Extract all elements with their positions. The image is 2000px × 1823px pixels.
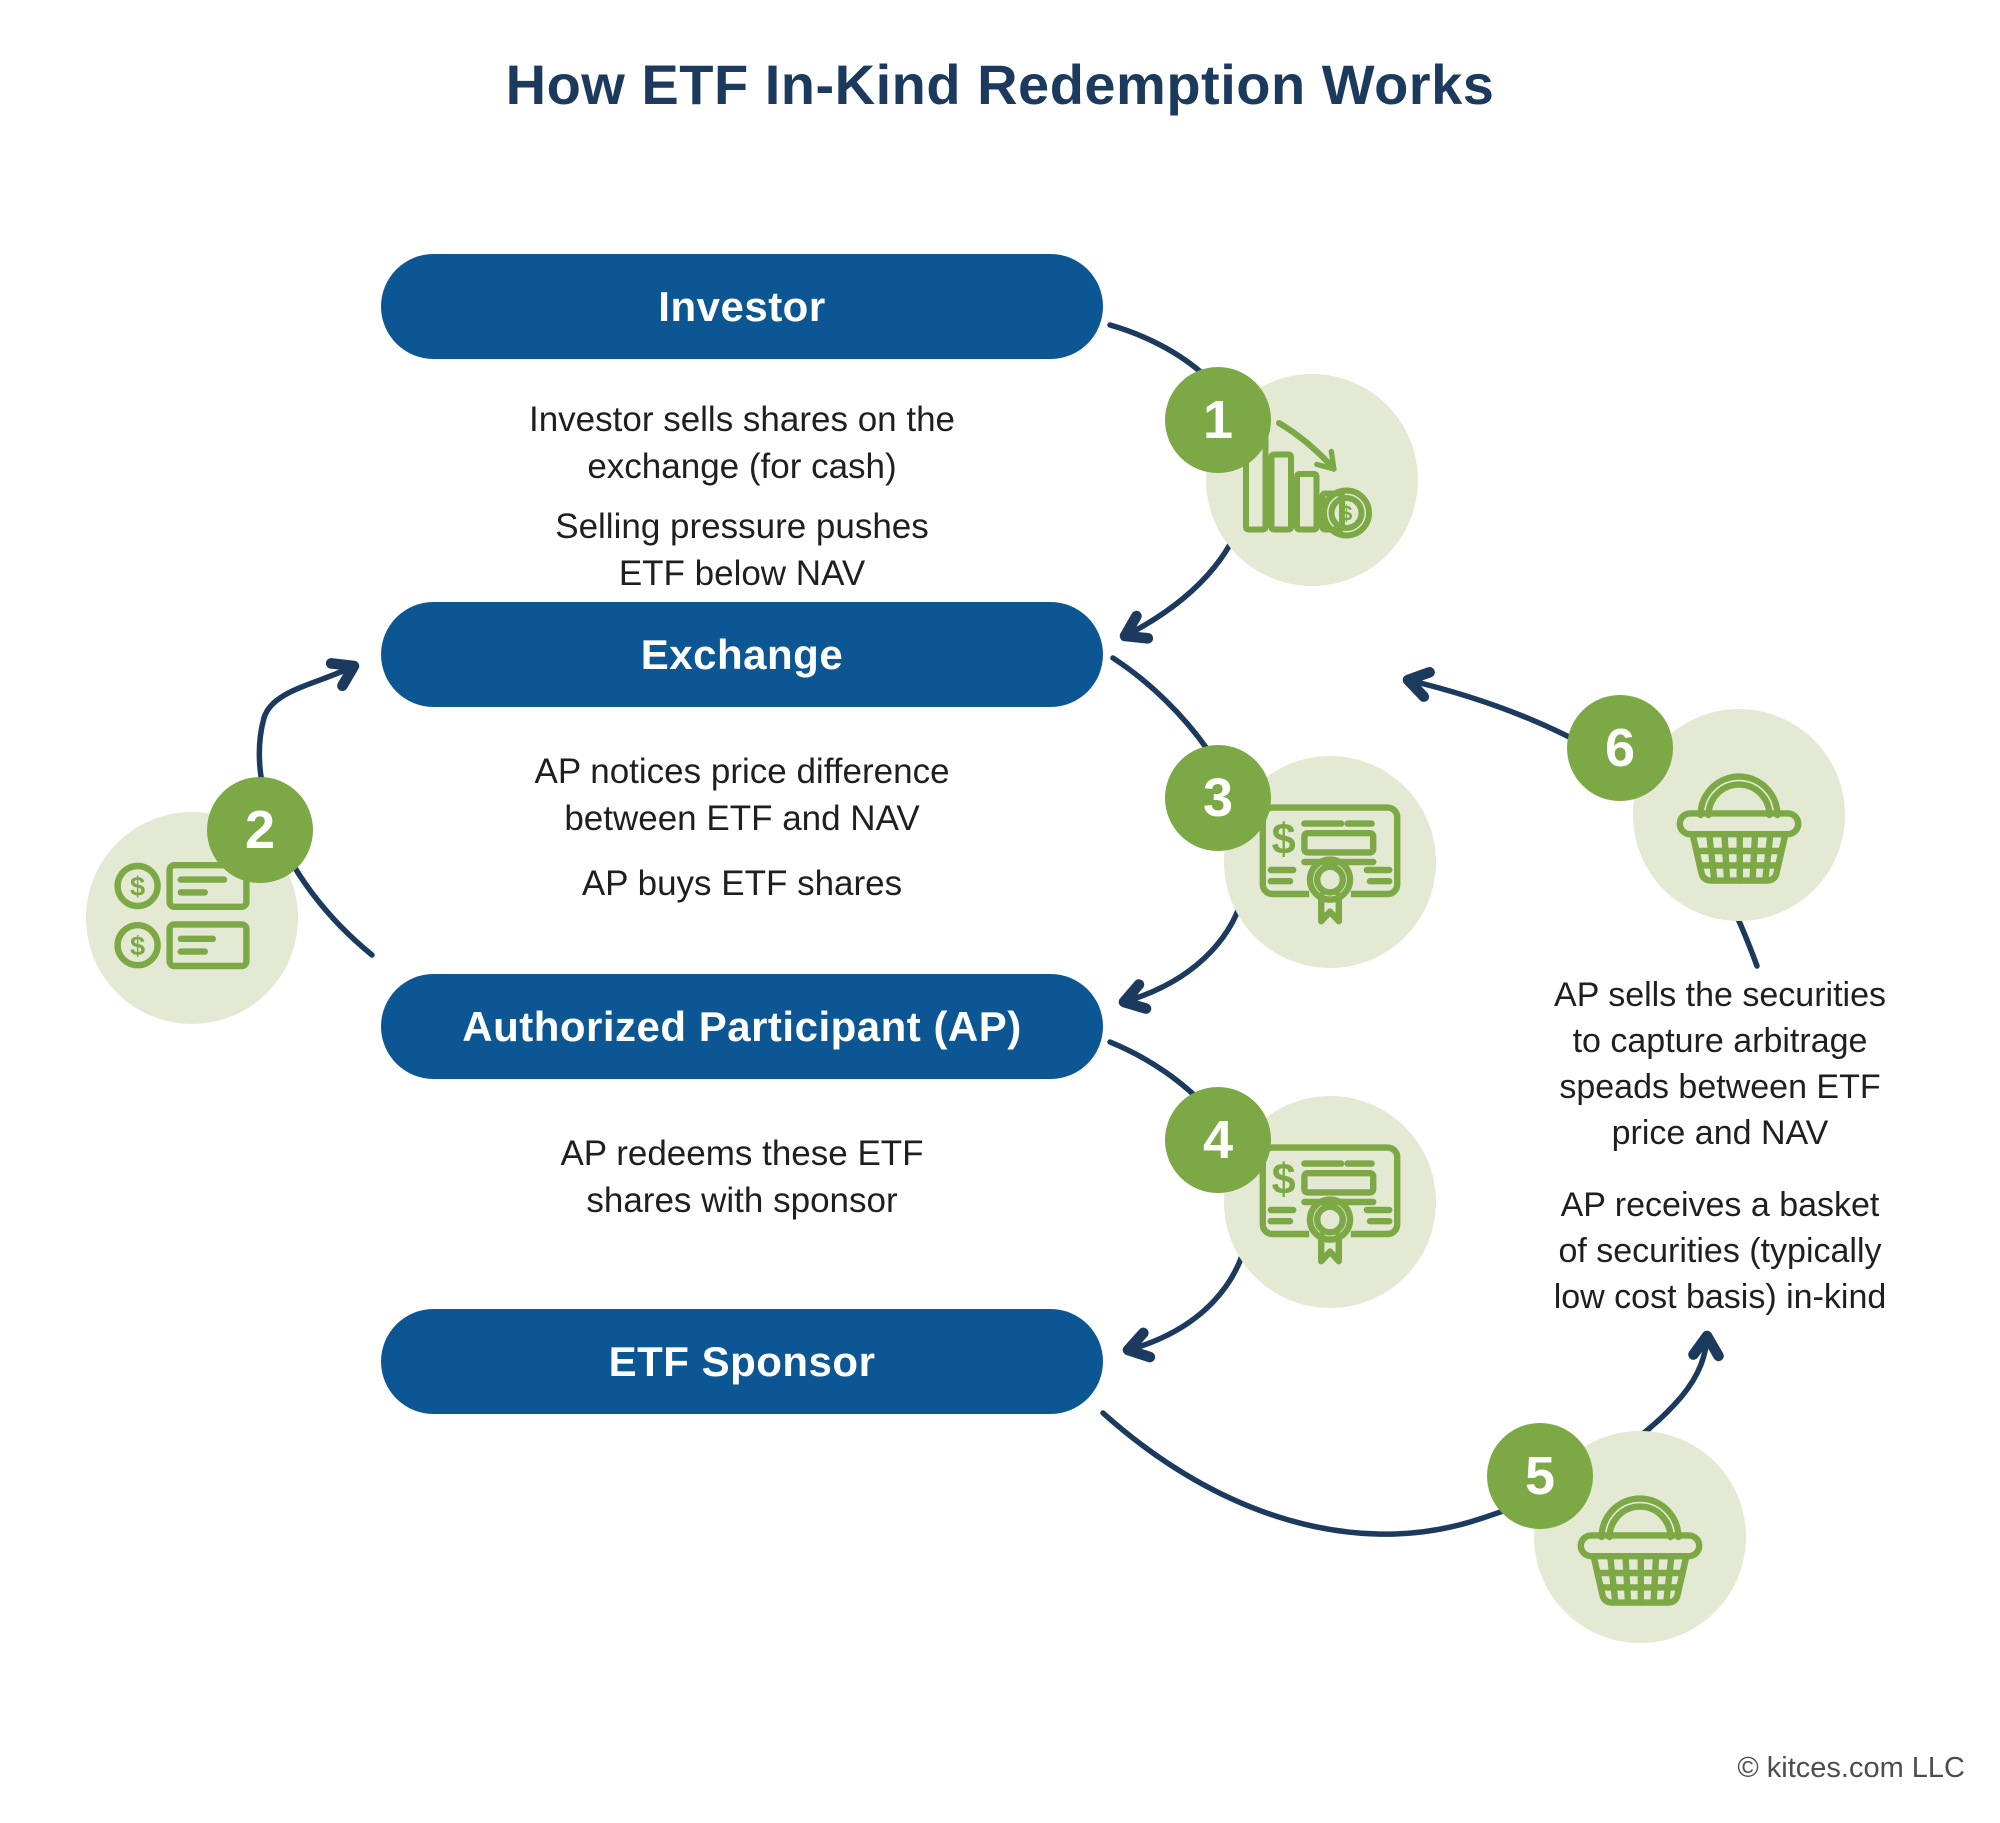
step-2-badge: 2	[207, 777, 313, 883]
node-investor: Investor	[381, 254, 1103, 359]
step-5-icon-circle	[1534, 1431, 1746, 1643]
stock-certificate-icon: $	[1259, 804, 1401, 925]
node-label: Investor	[658, 282, 826, 330]
note-line: AP buys ETF shares	[581, 864, 903, 903]
note-ap-redeems: AP redeems these ETF shares with sponsor	[412, 1130, 1072, 1224]
note-line: shares with sponsor	[586, 1181, 898, 1220]
note-line: AP redeems these ETF	[560, 1134, 924, 1173]
note-line: Investor sells shares on the	[528, 400, 956, 439]
note-ap-notices: AP notices price difference between ETF …	[412, 748, 1072, 842]
basket-icon	[1676, 773, 1802, 884]
note-investor-sells: Investor sells shares on the exchange (f…	[412, 396, 1072, 490]
step-3-badge: 3	[1165, 745, 1271, 851]
note-line: ETF below NAV	[618, 554, 866, 593]
step-6-badge: 6	[1567, 695, 1673, 801]
svg-text:$: $	[1341, 503, 1353, 526]
note-line: low cost basis) in-kind	[1553, 1278, 1887, 1316]
step-5-badge: 5	[1487, 1423, 1593, 1529]
svg-text:$: $	[130, 871, 145, 902]
note-ap-buys: AP buys ETF shares	[412, 860, 1072, 907]
note-line: price and NAV	[1611, 1114, 1829, 1152]
page-title: How ETF In-Kind Redemption Works	[505, 53, 1495, 116]
note-line: of securities (typically	[1558, 1232, 1882, 1270]
step-4-badge: 4	[1165, 1087, 1271, 1193]
step-number: 1	[1202, 390, 1234, 450]
note-line: between ETF and NAV	[564, 799, 920, 838]
arrow-2-ap-to-exchange	[256, 658, 375, 958]
stock-certificate-icon: $	[1259, 1144, 1401, 1265]
node-label: ETF Sponsor	[608, 1337, 876, 1385]
node-label: Authorized Participant (AP)	[462, 1002, 1022, 1050]
node-etf-sponsor: ETF Sponsor	[381, 1309, 1103, 1414]
note-line: exchange (for cash)	[587, 447, 897, 486]
step-1-badge: 1	[1165, 367, 1271, 473]
node-authorized-participant: Authorized Participant (AP)	[381, 974, 1103, 1079]
step-number: 2	[244, 800, 276, 860]
note-line: AP receives a basket	[1560, 1186, 1880, 1224]
note-ap-receives-basket: AP receives a basket of securities (typi…	[1480, 1182, 1960, 1320]
note-ap-sells-securities: AP sells the securities to capture arbit…	[1480, 972, 1960, 1156]
step-number: 6	[1604, 718, 1636, 778]
note-line: to capture arbitrage	[1572, 1022, 1868, 1060]
svg-text:$: $	[1272, 1156, 1296, 1204]
step-number: 5	[1524, 1446, 1556, 1506]
node-exchange: Exchange	[381, 602, 1103, 707]
svg-text:$: $	[1272, 816, 1296, 864]
svg-text:$: $	[130, 930, 145, 961]
note-line: speads between ETF	[1559, 1068, 1881, 1106]
note-line: Selling pressure pushes	[555, 507, 929, 546]
note-line: AP sells the securities	[1554, 976, 1886, 1014]
note-line: AP notices price difference	[534, 752, 950, 791]
cash-receipts-icon: $ $	[114, 862, 250, 970]
note-selling-pressure: Selling pressure pushes ETF below NAV	[412, 503, 1072, 597]
node-label: Exchange	[640, 630, 844, 678]
step-number: 4	[1202, 1110, 1234, 1170]
basket-icon	[1577, 1495, 1703, 1606]
step-number: 3	[1202, 768, 1234, 828]
copyright: © kitces.com LLC	[1737, 1752, 1965, 1784]
